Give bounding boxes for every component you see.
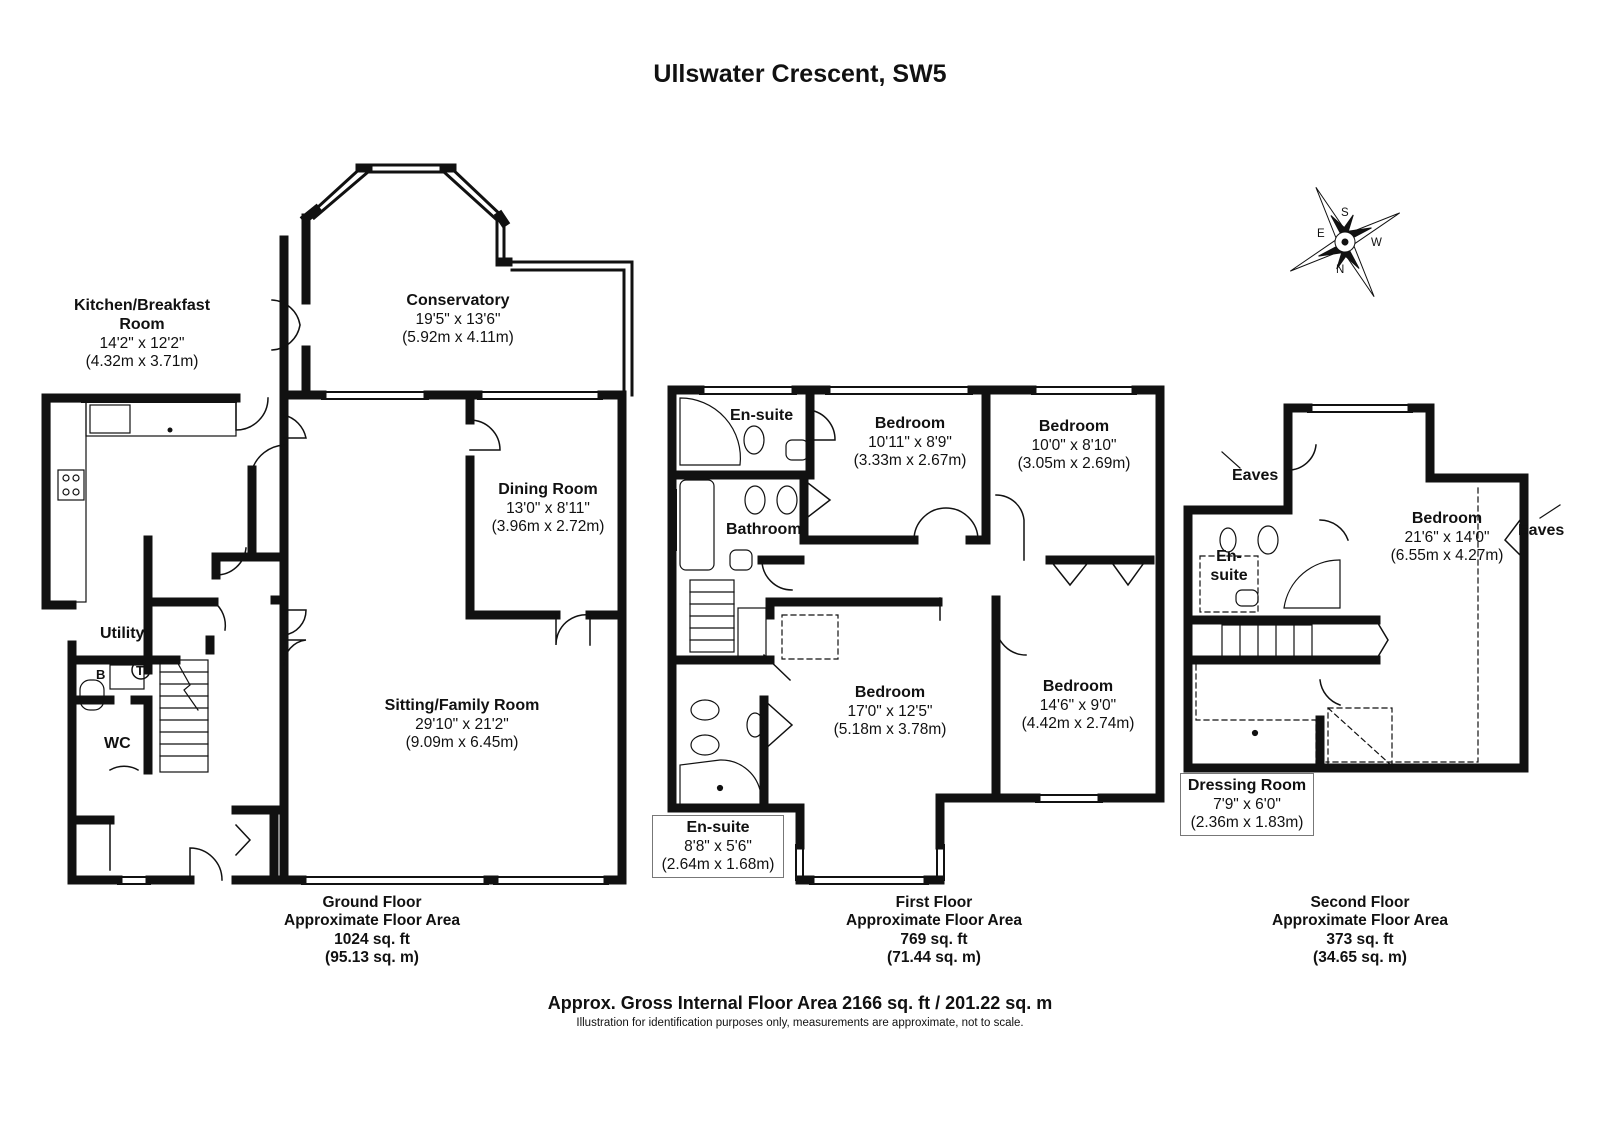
room-f1-bed4: Bedroom 14'6" x 9'0" (4.42m x 2.74m) (1008, 678, 1148, 733)
room-wc-name: WC (104, 735, 131, 752)
first-fittings (679, 397, 839, 806)
gross-area-total: Approx. Gross Internal Floor Area 2166 s… (547, 993, 1053, 1013)
floor-first-name: First Floor (895, 894, 973, 911)
compass-rose-icon (1289, 186, 1401, 298)
room-f1-bed1-dim-imperial: 10'11" x 8'9" (868, 433, 952, 451)
room-f2-dressing-dim-imperial: 7'9" x 6'0" (1213, 795, 1281, 813)
compass-n-label: N (1336, 264, 1345, 276)
room-f1-bed2-name: Bedroom (1038, 418, 1110, 435)
room-sitting-name: Sitting/Family Room (384, 697, 540, 714)
floor-first-sqm: (71.44 sq. m) (887, 948, 981, 966)
room-kitchen-dim-imperial: 14'2" x 12'2" (99, 334, 185, 352)
page-title: Ullswater Crescent, SW5 (653, 60, 947, 88)
room-conservatory: Conservatory 19'5" x 13'6" (5.92m x 4.11… (368, 292, 548, 347)
room-f2-bedroom: Bedroom 21'6" x 14'0" (6.55m x 4.27m) (1372, 510, 1522, 565)
ground-windows (81, 391, 609, 885)
room-f1-bathroom-name: Bathroom (726, 521, 802, 538)
second-floor-walls (1183, 403, 1529, 773)
boiler-label: B (96, 667, 106, 682)
room-f2-ensuite-name-1: En- (1216, 548, 1242, 565)
room-f2-ensuite-name-2: suite (1210, 566, 1248, 584)
compass-w-label: W (1371, 237, 1382, 249)
compass-e-label: E (1317, 228, 1325, 240)
room-f1-ensuite-bottom-dim-imperial: 8'8" x 5'6" (684, 837, 752, 855)
room-f2-bedroom-dim-metric: (6.55m x 4.27m) (1390, 547, 1504, 565)
room-f1-bed4-dim-metric: (4.42m x 2.74m) (1021, 715, 1135, 733)
room-f1-bed4-dim-imperial: 14'6" x 9'0" (1039, 696, 1117, 714)
room-f2-dressing: Dressing Room 7'9" x 6'0" (2.36m x 1.83m… (1180, 773, 1314, 837)
thermostat-label: T (136, 663, 144, 678)
room-kitchen: Kitchen/Breakfast Room 14'2" x 12'2" (4.… (62, 297, 222, 371)
room-f2-bedroom-name: Bedroom (1411, 510, 1483, 527)
room-kitchen-name-2: Room (119, 315, 165, 333)
room-kitchen-name-1: Kitchen/Breakfast (73, 297, 211, 314)
room-f1-bed3-dim-metric: (5.18m x 3.78m) (833, 721, 947, 739)
eaves-left-label: Eaves (1232, 467, 1279, 484)
room-conservatory-dim-imperial: 19'5" x 13'6" (415, 310, 501, 328)
room-dining-dim-imperial: 13'0" x 8'11" (506, 499, 590, 517)
room-f1-ensuite-bottom-name: En-suite (686, 819, 750, 836)
room-f2-dressing-name: Dressing Room (1187, 777, 1307, 794)
room-sitting: Sitting/Family Room 29'10" x 21'2" (9.09… (362, 697, 562, 752)
floor-ground-sqm: (95.13 sq. m) (325, 948, 419, 966)
floor-ground-sqft: 1024 sq. ft (334, 930, 410, 948)
room-f2-bedroom-dim-imperial: 21'6" x 14'0" (1404, 528, 1490, 546)
floor-second-sqft: 373 sq. ft (1326, 930, 1394, 948)
room-f1-bed2-dim-imperial: 10'0" x 8'10" (1031, 436, 1117, 454)
room-f1-bed3-name: Bedroom (854, 684, 926, 701)
floor-second-sqm: (34.65 sq. m) (1313, 948, 1407, 966)
room-f1-bed4-name: Bedroom (1042, 678, 1114, 695)
room-f1-bed2-dim-metric: (3.05m x 2.69m) (1017, 455, 1131, 473)
room-f1-bed1: Bedroom 10'11" x 8'9" (3.33m x 2.67m) (840, 415, 980, 470)
conservatory-windows (303, 163, 634, 397)
room-f1-ensuite-top-name: En-suite (730, 407, 794, 424)
floor-summary-ground: Ground Floor Approximate Floor Area 1024… (262, 894, 482, 967)
disclaimer-note: Illustration for identification purposes… (576, 1017, 1024, 1029)
room-f2-ensuite: En- suite (1204, 548, 1254, 586)
room-dining: Dining Room 13'0" x 8'11" (3.96m x 2.72m… (478, 481, 618, 536)
floor-first-sqft: 769 sq. ft (900, 930, 968, 948)
floor-first-area-label: Approximate Floor Area (846, 912, 1022, 930)
room-f1-bed2: Bedroom 10'0" x 8'10" (3.05m x 2.69m) (1004, 418, 1144, 473)
room-f1-bed3: Bedroom 17'0" x 12'5" (5.18m x 3.78m) (820, 684, 960, 739)
room-utility-name: Utility (100, 625, 145, 642)
room-sitting-dim-imperial: 29'10" x 21'2" (415, 715, 509, 733)
eaves-right-label: Eaves (1518, 522, 1565, 539)
floor-second-name: Second Floor (1310, 894, 1410, 911)
room-kitchen-dim-metric: (4.32m x 3.71m) (85, 353, 199, 371)
room-f1-bed1-dim-metric: (3.33m x 2.67m) (853, 452, 967, 470)
compass-s-label: S (1341, 207, 1349, 219)
room-f1-ensuite-bottom: En-suite 8'8" x 5'6" (2.64m x 1.68m) (652, 815, 784, 879)
floor-ground-area-label: Approximate Floor Area (284, 912, 460, 930)
thermostat-icon (131, 660, 151, 680)
ground-stairs (159, 659, 209, 773)
floor-ground-name: Ground Floor (322, 894, 422, 911)
room-sitting-dim-metric: (9.09m x 6.45m) (405, 734, 519, 752)
second-fittings (1195, 451, 1561, 767)
second-windows (1307, 404, 1413, 413)
room-dining-name: Dining Room (498, 481, 598, 498)
kitchen-fittings (49, 401, 237, 711)
second-doors (1287, 444, 1522, 706)
room-conservatory-name: Conservatory (406, 292, 510, 309)
floor-summary-second: Second Floor Approximate Floor Area 373 … (1250, 894, 1470, 967)
first-doors (761, 409, 1148, 752)
room-dining-dim-metric: (3.96m x 2.72m) (491, 518, 605, 536)
room-f2-dressing-dim-metric: (2.36m x 1.83m) (1190, 814, 1304, 832)
floor-second-area-label: Approximate Floor Area (1272, 912, 1448, 930)
room-f1-bed1-name: Bedroom (874, 415, 946, 432)
ceiling-light-icon (167, 427, 173, 433)
room-f1-ensuite-bottom-dim-metric: (2.64m x 1.68m) (661, 856, 775, 874)
room-conservatory-dim-metric: (5.92m x 4.11m) (402, 329, 514, 347)
room-f1-bed3-dim-imperial: 17'0" x 12'5" (847, 702, 933, 720)
ground-doors (108, 299, 591, 881)
first-windows (668, 386, 1137, 885)
floor-summary-first: First Floor Approximate Floor Area 769 s… (824, 894, 1044, 967)
